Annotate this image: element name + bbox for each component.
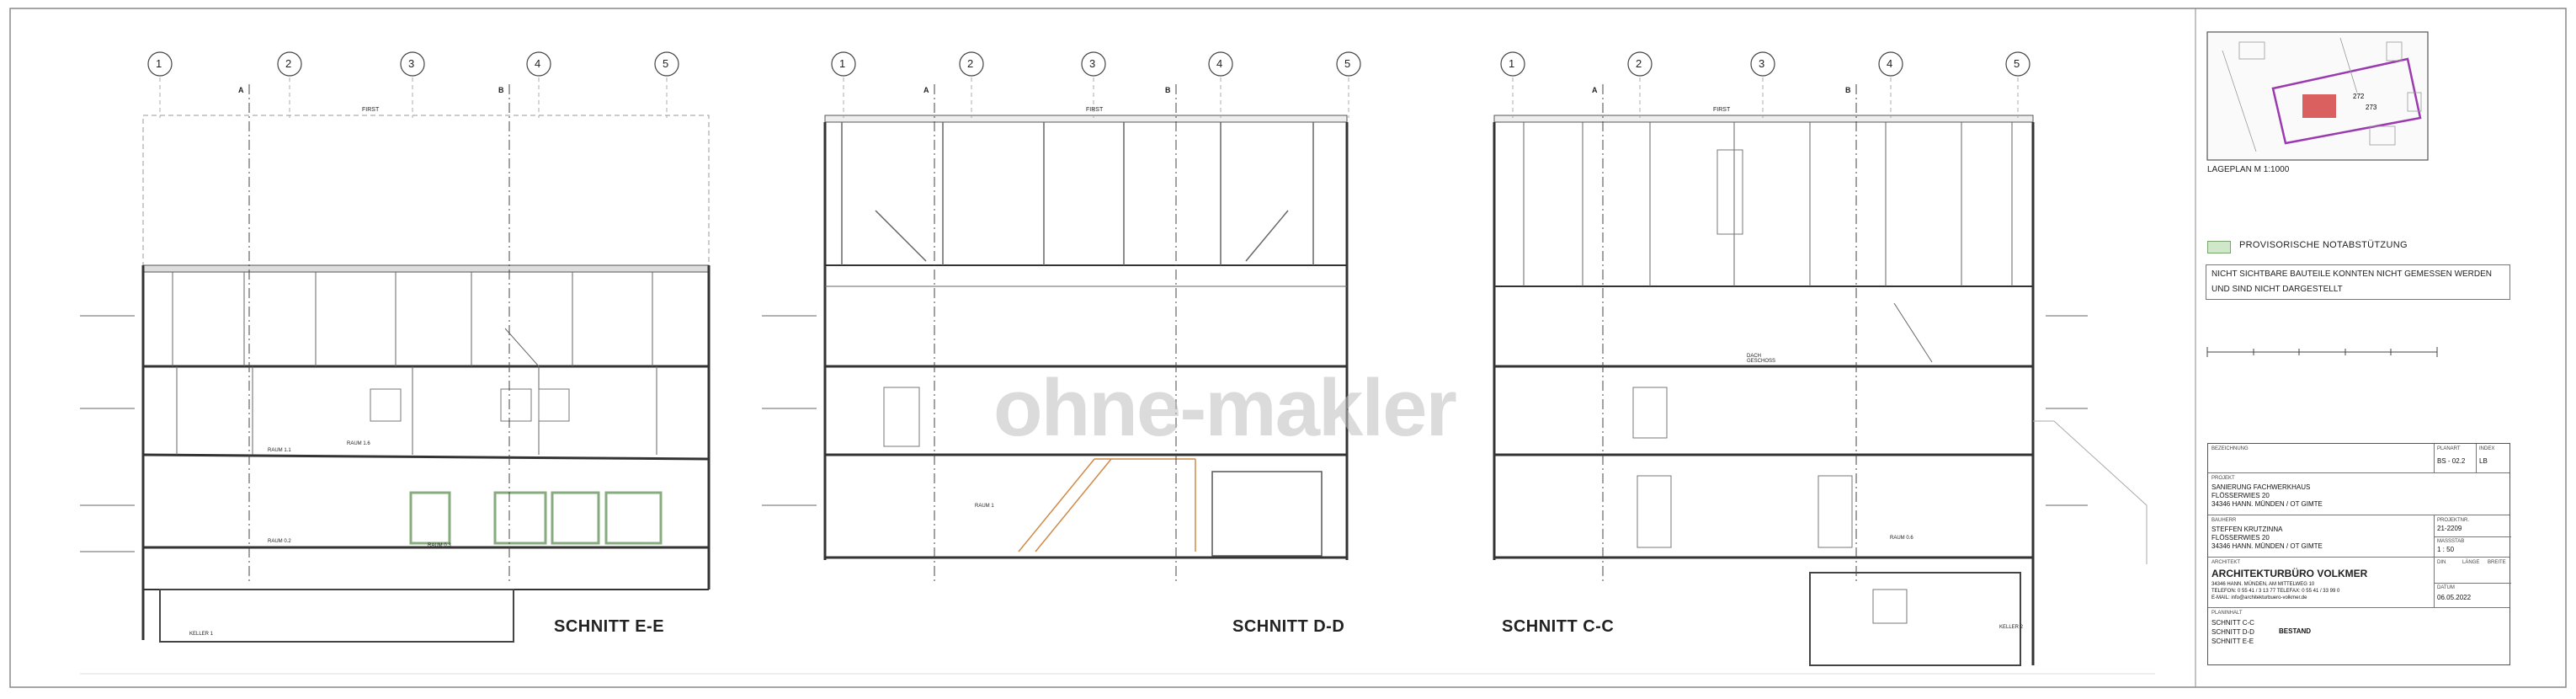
tb-label: BAUHERR <box>2211 518 2237 523</box>
tb-status: BESTAND <box>2279 627 2312 635</box>
site-plan: 272 273 <box>2206 31 2429 161</box>
tb-architekt-name: ARCHITEKTURBÜRO VOLKMER <box>2211 568 2368 579</box>
legend-note-line: UND SIND NICHT DARGESTELLT <box>2211 285 2343 294</box>
legend-note-line: NICHT SICHTBARE BAUTEILE KONNTEN NICHT G… <box>2211 269 2493 279</box>
tb-planinhalt: SCHNITT C-C SCHNITT D-D SCHNITT E-E <box>2211 619 2254 645</box>
ridge-label: FIRST <box>1713 107 1731 113</box>
room-label: RAUM 0.6 <box>1890 536 1913 541</box>
room-label: KELLER 2 <box>1999 625 2024 630</box>
axis-label: 4 <box>1216 57 1223 70</box>
ridge-label: FIRST <box>1086 107 1104 113</box>
tb-index: LB <box>2479 457 2488 465</box>
room-label: DACH GESCHOSS <box>1747 354 1776 364</box>
tb-datum: 06.05.2022 <box>2437 594 2472 601</box>
room-label: KELLER 1 <box>189 632 214 637</box>
axis-label: 2 <box>967 57 974 70</box>
tb-bauherr: STEFFEN KRUTZINNA FLÖSSERWIES 20 34346 H… <box>2211 526 2323 550</box>
axis-label: 5 <box>663 57 669 70</box>
tb-projektnr: 21-2209 <box>2437 525 2462 532</box>
axis-label: 4 <box>535 57 541 70</box>
axis-label: 2 <box>285 57 292 70</box>
room-label: RAUM 1.1 <box>268 448 291 453</box>
tb-label: ARCHITEKT <box>2211 560 2241 565</box>
room-label: RAUM 1.6 <box>347 441 370 446</box>
axis-bubbles <box>147 51 2030 77</box>
section-e-e <box>141 84 711 643</box>
axis-label: 3 <box>408 57 415 70</box>
axis-label: 3 <box>1759 57 1765 70</box>
tb-label: PROJEKT <box>2211 476 2235 481</box>
tb-label: DATUM <box>2437 585 2455 590</box>
section-title-e-e: SCHNITT E-E <box>554 617 665 636</box>
site-plan-label: LAGEPLAN M 1:1000 <box>2207 165 2290 174</box>
tb-massstab: 1 : 50 <box>2437 546 2455 553</box>
tb-architekt-address: 34346 HANN. MÜNDEN, AM MITTELWEG 10 TELE… <box>2211 582 2340 600</box>
axis-label: 1 <box>839 57 846 70</box>
title-block: BEZEICHNUNG PLANART BS - 02.2 INDEX LB P… <box>2207 443 2511 665</box>
room-label: RAUM 1 <box>975 504 994 509</box>
scale-bar <box>2206 347 2438 357</box>
tb-planart: BS - 02.2 <box>2437 457 2466 465</box>
cut-marker-b: B <box>1845 86 1851 94</box>
tb-label: BEZEICHNUNG <box>2211 446 2249 451</box>
cut-marker-b: B <box>1165 86 1171 94</box>
axis-label: 5 <box>1344 57 1351 70</box>
axis-label: 1 <box>1509 57 1515 70</box>
legend-item: PROVISORISCHE NOTABSTÜTZUNG <box>2239 240 2408 250</box>
section-c-c <box>1493 84 2148 666</box>
axis-label: 2 <box>1636 57 1642 70</box>
axis-label: 3 <box>1089 57 1096 70</box>
axis-label: 5 <box>2014 57 2020 70</box>
section-title-d-d: SCHNITT D-D <box>1232 617 1345 636</box>
legend-swatch <box>2207 241 2231 253</box>
tb-label: DIN <box>2437 560 2446 565</box>
room-label: RAUM 0.3 <box>428 543 451 548</box>
section-d-d <box>823 84 1349 581</box>
ridge-label: FIRST <box>362 107 380 113</box>
tb-label: MASSSTAB <box>2437 539 2465 544</box>
tb-projekt: SANIERUNG FACHWERKHAUS FLÖSSERWIES 20 34… <box>2211 483 2323 508</box>
cut-marker-a: A <box>923 86 929 94</box>
tb-label: PLANART <box>2437 446 2461 451</box>
axis-lines <box>159 77 2019 118</box>
watermark: ohne-makler <box>993 363 1457 453</box>
section-title-c-c: SCHNITT C-C <box>1502 617 1615 636</box>
tb-label: BREITE <box>2488 560 2506 565</box>
tb-label: PLANINHALT <box>2211 611 2243 616</box>
axis-label: 1 <box>156 57 162 70</box>
room-label: RAUM 0.2 <box>268 539 291 544</box>
legend-note: NICHT SICHTBARE BAUTEILE KONNTEN NICHT G… <box>2206 264 2510 300</box>
plot-number-1: 272 <box>2353 93 2365 100</box>
axis-label: 4 <box>1887 57 1893 70</box>
tb-label: PROJEKTNR. <box>2437 518 2470 523</box>
plot-number-2: 273 <box>2366 104 2377 111</box>
cut-marker-b: B <box>498 86 504 94</box>
tb-label: LÄNGE <box>2462 560 2480 565</box>
level-markers <box>80 315 2088 552</box>
cut-marker-a: A <box>238 86 244 94</box>
tb-label: INDEX <box>2479 446 2495 451</box>
cut-marker-a: A <box>1592 86 1598 94</box>
